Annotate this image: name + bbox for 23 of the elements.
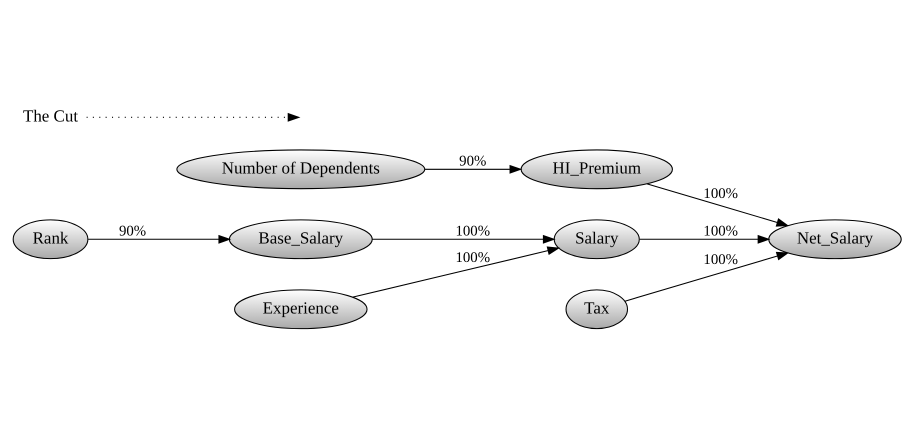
arrow xyxy=(352,246,560,298)
edge-label: 100% xyxy=(703,186,738,202)
edge-label: 90% xyxy=(459,153,486,170)
edge-label: 90% xyxy=(118,223,146,240)
arrow xyxy=(640,234,770,244)
node-ellipse: HI_Premium xyxy=(520,149,673,190)
arrow xyxy=(372,234,556,244)
node-text: The Cut xyxy=(22,106,78,126)
node-ellipse: Number of Dependents xyxy=(176,149,426,190)
edge-label: 100% xyxy=(455,223,490,240)
node-ellipse: Tax xyxy=(566,289,628,330)
arrow xyxy=(646,183,790,227)
node-ellipse: Experience xyxy=(234,289,368,330)
edge-label: 100% xyxy=(703,252,738,268)
node-ellipse: Base_Salary xyxy=(228,219,373,260)
arrow xyxy=(86,112,300,122)
edge-label: 100% xyxy=(455,250,490,266)
arrow xyxy=(88,234,232,244)
node-ellipse: Salary xyxy=(554,219,640,260)
edge-label: 100% xyxy=(703,223,738,240)
arrow xyxy=(424,164,522,174)
arrow xyxy=(624,252,790,302)
node-ellipse: Rank xyxy=(12,219,88,260)
